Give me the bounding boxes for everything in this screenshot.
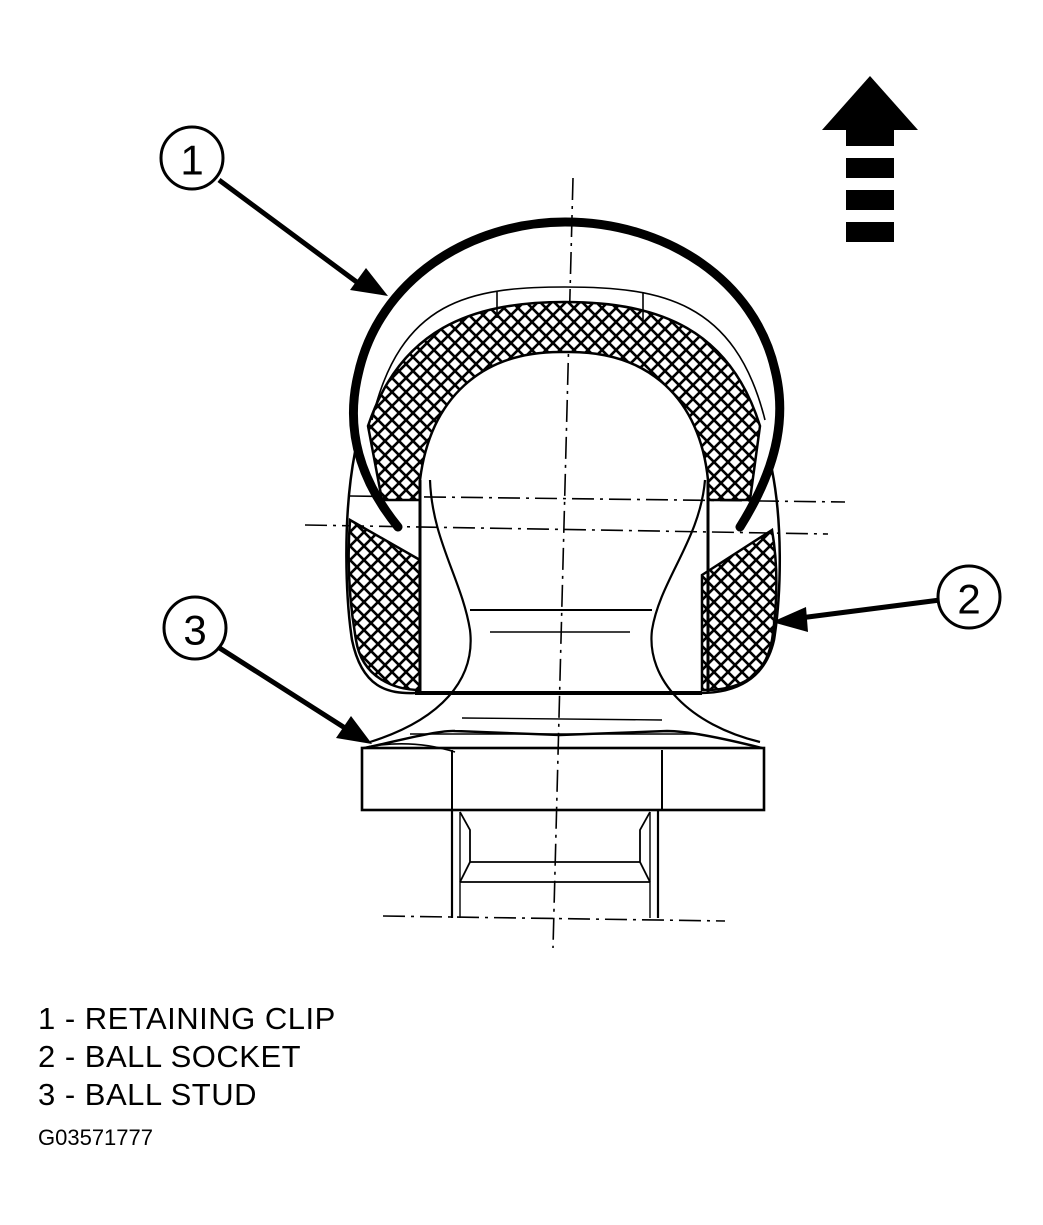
retaining-clip (348, 217, 785, 532)
up-arrow-icon (822, 76, 918, 242)
legend-item-ball-socket: 2 - BALL SOCKET (38, 1039, 302, 1074)
callout-1: 1 (159, 125, 225, 191)
callout-2-label: 2 (957, 576, 980, 623)
callout-2: 2 (936, 564, 1002, 630)
figure-id: G03571777 (38, 1125, 153, 1150)
callout-1-label: 1 (180, 137, 203, 184)
callout-3-label: 3 (183, 607, 206, 654)
ball-stud (360, 479, 766, 918)
legend-item-ball-stud: 3 - BALL STUD (38, 1077, 257, 1112)
ball-socket (345, 286, 781, 695)
legend-item-retaining-clip: 1 - RETAINING CLIP (38, 1001, 336, 1036)
callout-3: 3 (162, 595, 228, 661)
leader-lines (216, 177, 941, 744)
legend: 1 - RETAINING CLIP 2 - BALL SOCKET 3 - B… (38, 1000, 336, 1114)
